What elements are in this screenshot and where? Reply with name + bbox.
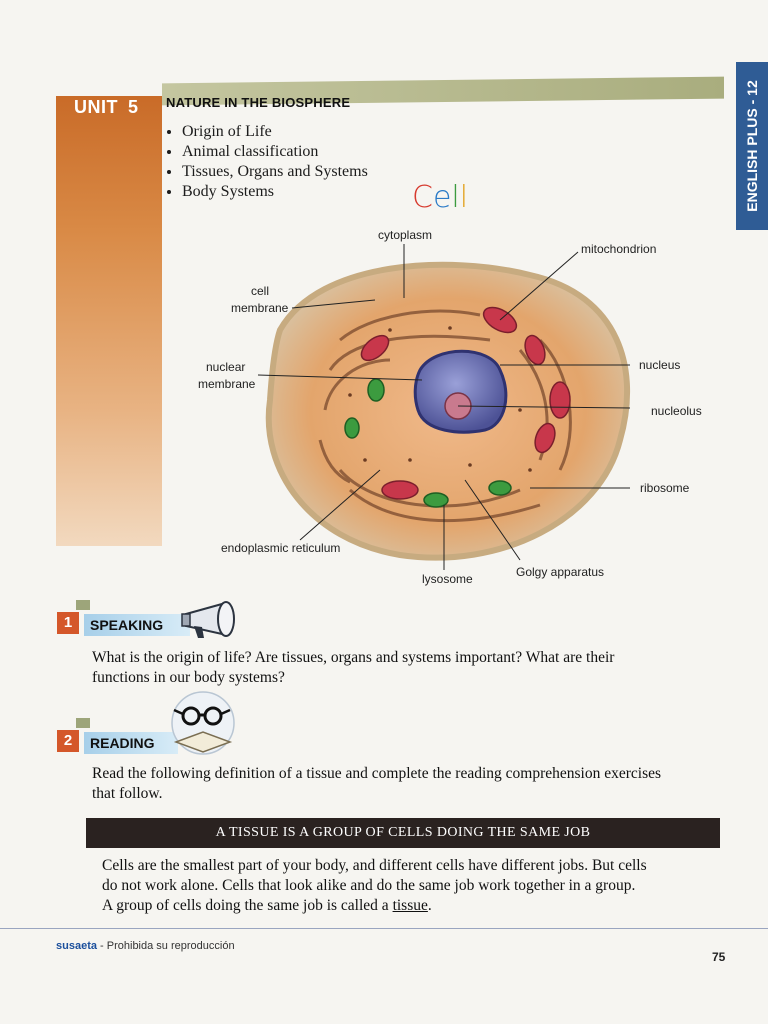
unit-heading: UNIT 5 [74, 97, 139, 118]
section-number-speaking: 1 [57, 612, 79, 634]
label-cytoplasm: cytoplasm [378, 228, 433, 242]
definition-line3-end: . [427, 897, 432, 914]
label-nuclear-membrane-line2: membrane [198, 377, 256, 391]
title-letter: l [459, 180, 469, 215]
label-cell-membrane-line1: cell [251, 284, 270, 298]
definition-line3-text: A group of cells doing the same job is c… [102, 897, 393, 914]
definition-term: tissue [392, 897, 428, 914]
topic-item: Animal classification [182, 142, 368, 162]
unit-label: UNIT [74, 97, 118, 117]
reading-instruction-line1: Read the following definition of a tissu… [92, 765, 662, 782]
label-nucleolus: nucleolus [651, 404, 702, 418]
publisher-name: susaeta [56, 940, 97, 952]
copyright-note: - Prohibida su reproducción [96, 940, 235, 952]
section-accent [76, 718, 90, 728]
label-leaders [257, 244, 631, 570]
topic-item: Tissues, Organs and Systems [182, 162, 368, 182]
footer-brand: susaeta - Prohibida su reproducción [56, 940, 235, 952]
cell-diagram [257, 244, 631, 570]
label-cell-membrane-line2: membrane [231, 301, 289, 315]
topic-item: Body Systems [182, 182, 368, 202]
label-endoplasmic-reticulum: endoplasmic reticulum [221, 541, 341, 555]
topic-item: Origin of Life [182, 122, 368, 142]
section-number-reading: 2 [57, 730, 79, 752]
side-tab-label: ENGLISH PLUS - 12 [744, 80, 760, 212]
definition-line2: do not work alone. Cells that look alike… [102, 877, 636, 894]
label-golgy-apparatus: Golgy apparatus [516, 565, 605, 579]
mitochondria [360, 306, 571, 500]
label-ribosome: ribosome [640, 481, 690, 495]
title-letter: e [432, 180, 452, 215]
ribosomes [348, 326, 532, 472]
label-nucleus: nucleus [639, 358, 681, 372]
title-letter: C [412, 180, 433, 215]
topic-list: Origin of Life Animal classification Tis… [170, 122, 368, 202]
label-lysosome: lysosome [422, 572, 473, 586]
side-tab: ENGLISH PLUS - 12 [736, 62, 768, 230]
label-nuclear-membrane-line1: nuclear [206, 360, 246, 374]
reading-instruction-line2: that follow. [92, 785, 163, 802]
footer-rule [0, 928, 768, 929]
glasses-book-icon [171, 691, 235, 755]
definition-line1: Cells are the smallest part of your body… [102, 857, 647, 874]
page-number: 75 [712, 950, 726, 964]
section-tag-reading: READING [84, 732, 178, 754]
unit-number: 5 [128, 97, 139, 117]
speaking-question-line2: functions in our body systems? [92, 669, 285, 686]
speaking-question-line1: What is the origin of life? Are tissues,… [92, 649, 615, 666]
megaphone-icon [181, 601, 235, 638]
unit-color-column [56, 96, 162, 546]
diagram-title: Cell [412, 180, 468, 215]
definition-line3: A group of cells doing the same job is c… [102, 896, 432, 916]
section-tag-speaking: SPEAKING [84, 614, 190, 636]
unit-topic: NATURE IN THE BIOSPHERE [166, 95, 351, 110]
definition-heading: A TISSUE IS A GROUP OF CELLS DOING THE S… [86, 818, 720, 848]
title-letter: l [451, 180, 460, 215]
label-mitochondrion: mitochondrion [581, 242, 657, 256]
section-accent [76, 600, 90, 610]
nucleus-shape [413, 349, 508, 434]
